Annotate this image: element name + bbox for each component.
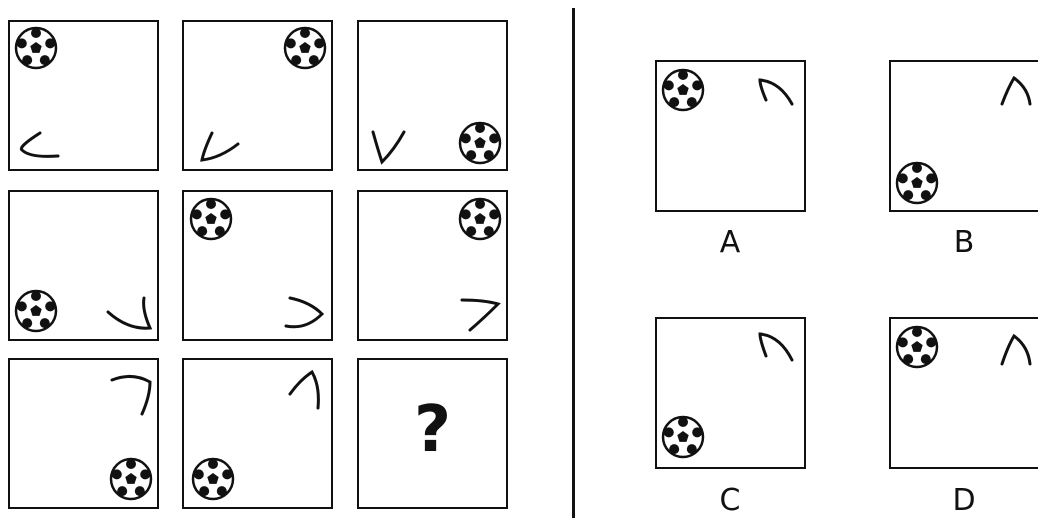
option-c-label: C (700, 486, 760, 516)
option-d-box[interactable] (889, 317, 1038, 469)
grid-cell-r1c1 (8, 20, 159, 171)
option-d-label: D (934, 486, 994, 516)
grid-cell-r2c1 (8, 190, 159, 341)
option-a-box[interactable] (655, 60, 806, 212)
grid-cell-r1c3 (357, 20, 508, 171)
option-b-label: B (934, 228, 994, 258)
grid-cell-r2c3 (357, 190, 508, 341)
option-b-box[interactable] (889, 60, 1038, 212)
question-mark: ? (357, 398, 508, 462)
grid-cell-r1c2 (182, 20, 333, 171)
option-c-box[interactable] (655, 317, 806, 469)
grid-cell-r3c1 (8, 358, 159, 509)
grid-cell-r2c2 (182, 190, 333, 341)
grid-cell-r3c2 (182, 358, 333, 509)
option-a-label: A (700, 228, 760, 258)
divider-line (572, 8, 575, 518)
